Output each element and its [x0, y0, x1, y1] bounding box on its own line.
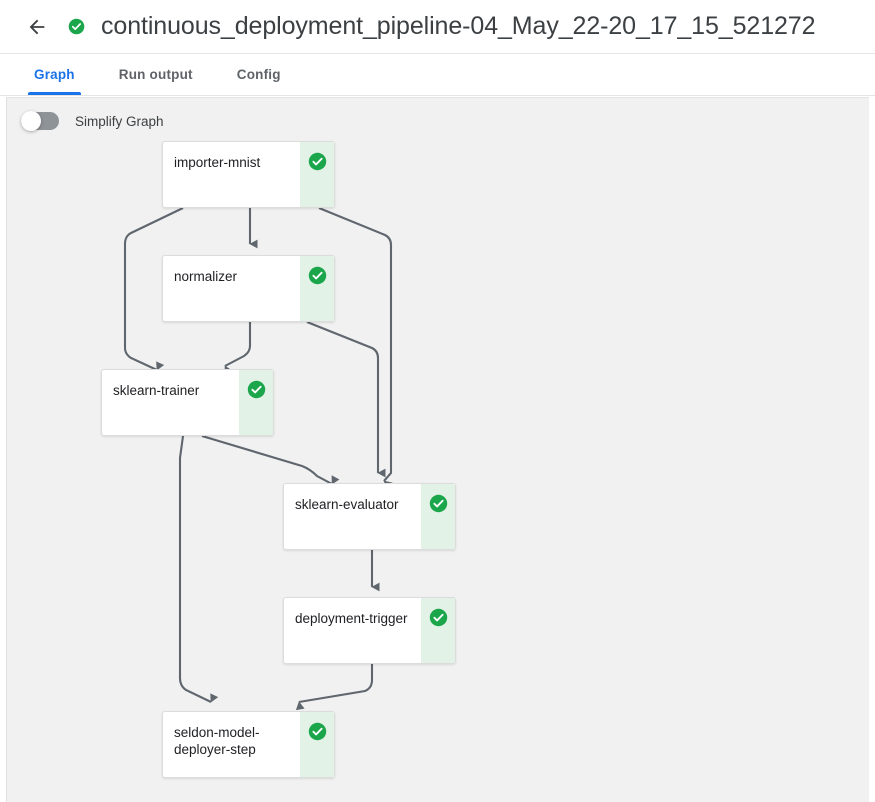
node-status-success — [239, 370, 273, 435]
node-status-success — [421, 598, 455, 663]
node-status-success — [300, 712, 334, 777]
pipeline-graph-canvas[interactable]: Simplify Graph — [6, 97, 869, 802]
node-label: deployment-trigger — [295, 611, 408, 626]
pipeline-status-icon — [68, 18, 85, 35]
toggle-knob — [21, 111, 41, 131]
tab-run-output-label: Run output — [118, 67, 193, 82]
node-body: importer-mnist — [163, 142, 300, 207]
tab-bar: Graph Run output Config — [0, 54, 875, 96]
graph-node-deployment-trigger[interactable]: deployment-trigger — [283, 597, 456, 664]
edge-importer-to-evaluator — [318, 207, 393, 490]
tab-graph[interactable]: Graph — [28, 54, 81, 95]
edge-trainer-to-evaluator — [201, 434, 340, 485]
graph-node-normalizer[interactable]: normalizer — [162, 255, 335, 322]
simplify-graph-toggle[interactable] — [21, 111, 59, 131]
back-arrow-icon[interactable] — [24, 14, 50, 40]
edge-trigger-to-deployer — [295, 664, 374, 711]
node-status-success — [300, 256, 334, 321]
node-label: normalizer — [174, 269, 238, 284]
graph-node-seldon-model-deployer-step[interactable]: seldon-model- deployer-step — [162, 711, 335, 778]
node-body: normalizer — [163, 256, 300, 321]
node-body: sklearn-trainer — [102, 370, 239, 435]
graph-node-sklearn-evaluator[interactable]: sklearn-evaluator — [283, 483, 456, 550]
node-status-success — [421, 484, 455, 549]
simplify-graph-control: Simplify Graph — [21, 111, 164, 131]
tab-graph-label: Graph — [34, 67, 75, 82]
edge-normalizer-to-trainer — [224, 322, 252, 375]
node-body: seldon-model- deployer-step — [163, 712, 300, 777]
page-title: continuous_deployment_pipeline-04_May_22… — [101, 12, 816, 40]
node-label: seldon-model- deployer-step — [174, 725, 260, 757]
graph-node-importer-mnist[interactable]: importer-mnist — [162, 141, 335, 208]
node-body: deployment-trigger — [284, 598, 421, 663]
graph-edges — [123, 207, 393, 711]
node-label: sklearn-evaluator — [295, 497, 399, 512]
tab-config-label: Config — [236, 67, 281, 82]
edge-trainer-to-deployer — [178, 435, 219, 703]
graph-node-sklearn-trainer[interactable]: sklearn-trainer — [101, 369, 274, 436]
node-label: sklearn-trainer — [113, 383, 200, 398]
page-header: continuous_deployment_pipeline-04_May_22… — [0, 0, 875, 54]
edge-normalizer-to-evaluator — [306, 321, 386, 478]
node-status-success — [300, 142, 334, 207]
simplify-graph-label: Simplify Graph — [75, 113, 164, 129]
node-body: sklearn-evaluator — [284, 484, 421, 549]
tab-run-output[interactable]: Run output — [117, 54, 195, 95]
node-label: importer-mnist — [174, 155, 261, 170]
tab-config[interactable]: Config — [235, 54, 283, 95]
